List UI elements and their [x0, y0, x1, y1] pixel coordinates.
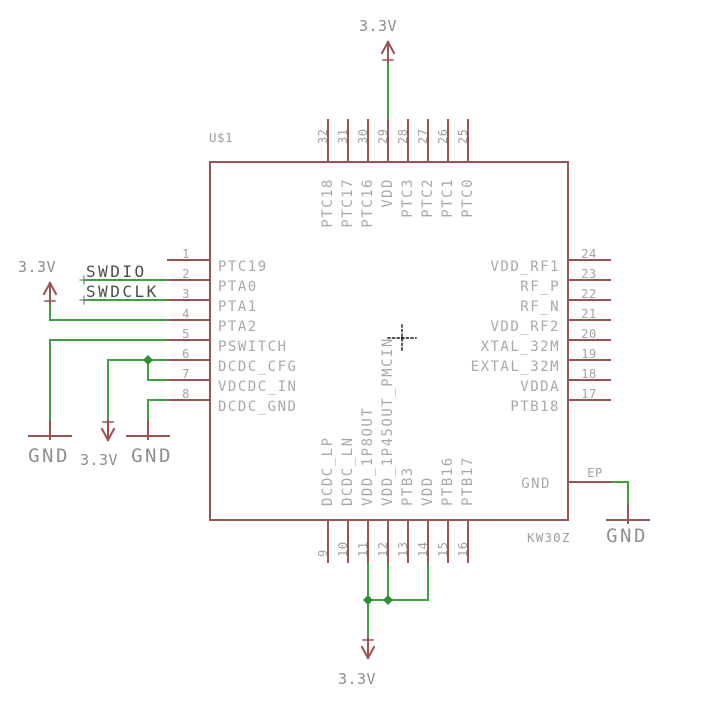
pin-name: VDD: [420, 476, 436, 506]
pin-number: 2: [182, 267, 190, 281]
pin-name: VDD: [380, 178, 396, 208]
pin-name: PTC17: [340, 178, 356, 228]
pin-name: GND: [521, 476, 551, 492]
supply-label-vcc[interactable]: 3.3V: [359, 17, 397, 35]
pin-name: PTB17: [460, 456, 476, 506]
pin-number: 13: [396, 542, 410, 557]
wire-net-3v3v[interactable]: [367, 561, 429, 601]
pin-number: 29: [376, 129, 390, 144]
cursor-center-dot: [401, 337, 404, 340]
pin-name: VDCDC_IN: [218, 379, 297, 395]
pin-name: RF_P: [520, 279, 560, 295]
pin-name: PTA2: [218, 319, 258, 335]
pin-number: 3: [182, 287, 190, 301]
pin-number: 31: [336, 129, 350, 144]
supply-label-gnd[interactable]: GND: [131, 445, 173, 467]
supply-label-gnd[interactable]: GND: [28, 445, 70, 467]
vcc-arrow-icon: [360, 645, 370, 660]
pin-number: 25: [456, 129, 470, 144]
pin-name: DCDC_CFG: [218, 359, 297, 375]
pin-number: 27: [416, 129, 430, 144]
pin-name: PTC2: [420, 178, 436, 218]
pin-number: 21: [581, 307, 596, 321]
pin-number: 28: [396, 129, 410, 144]
pin-number: 8: [182, 387, 190, 401]
pin-name: VDD_1P45OUT_PMCIN: [380, 337, 396, 506]
pin-number: 26: [436, 129, 450, 144]
pin-name: PTA0: [218, 279, 258, 295]
pin-name: VDD_RF2: [490, 319, 560, 335]
pin-number: 4: [182, 307, 190, 321]
pin-number: 22: [581, 287, 596, 301]
pin-number: EP: [587, 466, 602, 480]
pin-name: DCDC_GND: [218, 399, 297, 415]
wire-net-gnd[interactable]: [609, 481, 629, 506]
component-value[interactable]: KW30Z: [527, 530, 571, 545]
pin-number: 1: [182, 247, 190, 261]
pin-name: PTB3: [400, 466, 416, 506]
pin-number: 11: [356, 542, 370, 557]
vcc-arrow-icon: [106, 427, 116, 442]
pin-name: VDD_RF1: [490, 259, 560, 275]
net-label-swdio[interactable]: SWDIO: [86, 262, 147, 281]
wire-net-3v3v[interactable]: [147, 359, 169, 381]
vcc-arrow-icon: [366, 645, 376, 660]
pin-number: 20: [581, 327, 596, 341]
pin-number: 23: [581, 267, 596, 281]
pin-number: 16: [456, 542, 470, 557]
pin-number: 10: [336, 542, 350, 557]
pin-number: 18: [581, 367, 596, 381]
pin-name: VDD_1P8OUT: [360, 407, 376, 506]
pin-name: PTC3: [400, 178, 416, 218]
pin-number: 15: [436, 542, 450, 557]
pin-name: PTC1: [440, 178, 456, 218]
wire-net-3v3v[interactable]: [107, 359, 169, 421]
pin-number: 6: [182, 347, 190, 361]
vcc-arrow-icon: [100, 427, 110, 442]
component-refdes[interactable]: U$1: [209, 130, 233, 145]
pin-name: DCDC_LN: [340, 436, 356, 506]
wire-net-gnd[interactable]: [147, 399, 169, 422]
vcc-arrow-icon: [42, 281, 52, 296]
pin-name: VDDA: [520, 379, 560, 395]
supply-label-vcc[interactable]: 3.3V: [338, 670, 376, 688]
pin-name: PTC16: [360, 178, 376, 228]
wire-junction: [363, 595, 373, 605]
net-label-swdclk[interactable]: SWDCLK: [86, 282, 159, 301]
wire-net-3v3v[interactable]: [49, 302, 169, 321]
supply-label-vcc[interactable]: 3.3V: [80, 451, 118, 469]
vcc-arrow-icon: [386, 40, 396, 55]
pin-number: 30: [356, 129, 370, 144]
pin-name: PTC18: [320, 178, 336, 228]
vcc-arrow-icon: [48, 281, 58, 296]
pin-name: PTA1: [218, 299, 258, 315]
wire-junction: [143, 355, 153, 365]
pin-number: 9: [316, 549, 330, 557]
supply-label-gnd[interactable]: GND: [606, 525, 648, 547]
pin-name: XTAL_32M: [481, 339, 560, 355]
pin-name: PTC0: [460, 178, 476, 218]
pin-name: PTB18: [510, 399, 560, 415]
pin-name: EXTAL_32M: [471, 359, 560, 375]
pin-number: 17: [581, 387, 596, 401]
pin-number: 14: [416, 542, 430, 557]
pin-name: PTC19: [218, 259, 268, 275]
pin-name: DCDC_LP: [320, 436, 336, 506]
wire-net-gnd[interactable]: [49, 339, 169, 422]
pin-name: PSWITCH: [218, 339, 288, 355]
pin-number: 12: [376, 542, 390, 557]
pin-number: 19: [581, 347, 596, 361]
wire-junction: [383, 595, 393, 605]
pin-number: 24: [581, 247, 596, 261]
vcc-arrow-icon: [380, 40, 390, 55]
pin-name: PTB16: [440, 456, 456, 506]
pin-name: RF_N: [520, 299, 560, 315]
pin-number: 5: [182, 327, 190, 341]
supply-label-vcc[interactable]: 3.3V: [18, 258, 56, 276]
pin-number: 32: [316, 129, 330, 144]
pin-number: 7: [182, 367, 190, 381]
